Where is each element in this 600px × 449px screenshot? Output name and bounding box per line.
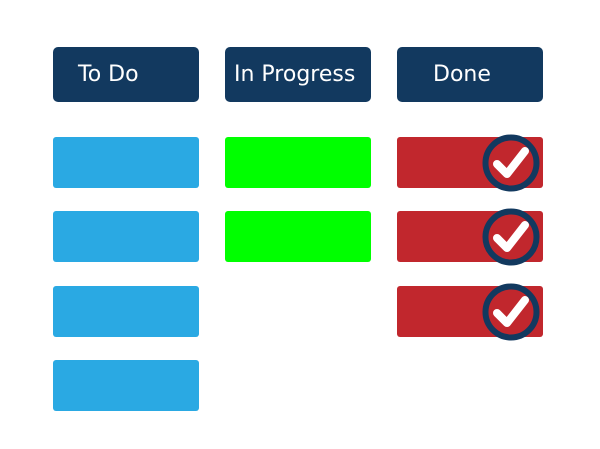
column-title-todo: To Do bbox=[78, 62, 139, 87]
in-progress-card[interactable] bbox=[225, 137, 371, 188]
checkmark-circle-icon bbox=[481, 133, 541, 193]
todo-card[interactable] bbox=[53, 211, 199, 262]
checkmark-circle-icon bbox=[481, 207, 541, 267]
column-header-in-progress[interactable]: In Progress bbox=[225, 47, 371, 102]
todo-card[interactable] bbox=[53, 286, 199, 337]
in-progress-card[interactable] bbox=[225, 211, 371, 262]
checkmark-circle-icon bbox=[481, 282, 541, 342]
column-header-done[interactable]: Done bbox=[397, 47, 543, 102]
todo-card[interactable] bbox=[53, 360, 199, 411]
todo-card[interactable] bbox=[53, 137, 199, 188]
column-title-done: Done bbox=[433, 62, 491, 87]
column-title-in-progress: In Progress bbox=[234, 62, 356, 87]
column-header-todo[interactable]: To Do bbox=[53, 47, 199, 102]
